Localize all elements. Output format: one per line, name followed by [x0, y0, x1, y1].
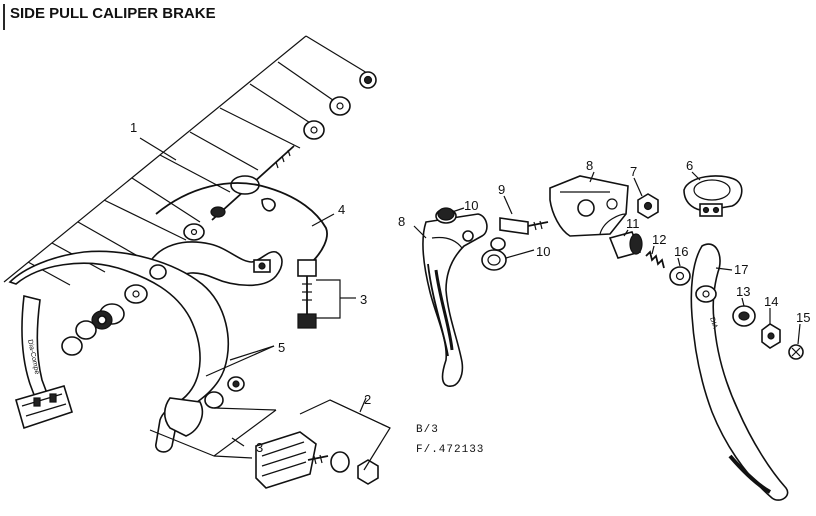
rear-arm-bolt-washers	[204, 376, 245, 409]
cable-adjuster	[297, 259, 317, 329]
handlebar-clamp	[683, 175, 743, 217]
extension-bushing	[732, 305, 756, 327]
spring-clip	[261, 197, 276, 212]
brake-lever	[422, 208, 488, 387]
lever-bushing-top	[437, 207, 455, 221]
shoe-washer	[330, 451, 350, 473]
callout-14: 14	[764, 294, 778, 309]
extension-lever-stamp: DIA	[708, 316, 718, 330]
pivot-sleeve	[608, 231, 643, 259]
callout-2: 2	[364, 392, 371, 407]
lever-mount-bracket	[549, 175, 629, 237]
upper-washer	[303, 120, 325, 140]
leader-8a	[413, 225, 427, 239]
callout-8-lever: 8	[398, 214, 405, 229]
leader-9	[503, 195, 513, 215]
callout-17: 17	[734, 262, 748, 277]
extension-washer	[669, 266, 691, 286]
shoe-nut	[357, 459, 379, 485]
arm-cable-fixing-bolt	[253, 259, 271, 273]
callout-11: 11	[626, 216, 640, 231]
leader-8b	[589, 171, 595, 183]
leader-17	[715, 267, 733, 271]
extension-screw	[788, 344, 804, 360]
leader-2	[359, 397, 367, 413]
rear-arm-lower-leg	[163, 397, 204, 437]
callout-4: 4	[338, 202, 345, 217]
leader-1	[139, 137, 177, 161]
pivot-washer-stack	[61, 264, 167, 356]
leader-7	[633, 177, 643, 197]
caliper-washer	[183, 223, 205, 241]
callout-1: 1	[130, 120, 137, 135]
callout-12: 12	[652, 232, 666, 247]
caliper-assembly: Dia-Compe	[3, 35, 391, 489]
leader-4	[311, 213, 335, 227]
top-washer	[329, 96, 351, 116]
callout-16: 16	[674, 244, 688, 259]
callout-13: 13	[736, 284, 750, 299]
callout-3-upper: 3	[360, 292, 367, 307]
lever-bushing-mid	[490, 237, 506, 251]
reference-line-1: B/3	[416, 424, 439, 436]
callout-15: 15	[796, 310, 810, 325]
front-caliper-arm	[8, 250, 229, 453]
leader-15	[797, 323, 801, 345]
leader-12	[651, 245, 655, 255]
callout-10-bottom: 10	[536, 244, 550, 259]
callout-8-bracket: 8	[586, 158, 593, 173]
shoe-bolt-explosion-box	[149, 407, 277, 459]
callout-7: 7	[630, 164, 637, 179]
reference-line-2: F/.472133	[416, 444, 484, 456]
return-spring	[155, 182, 328, 263]
leader-3b	[231, 437, 245, 447]
shoe-explosion-box	[299, 399, 391, 471]
leader-6	[691, 171, 701, 181]
leader-10b	[505, 249, 535, 259]
lever-screw	[499, 217, 549, 235]
extension-nut	[761, 323, 781, 349]
lever-spring	[645, 250, 665, 269]
brake-shoe-assembly	[255, 431, 329, 489]
leader-16	[677, 257, 681, 267]
callout-5: 5	[278, 340, 285, 355]
bracket-nut	[637, 193, 659, 219]
diagram-title: SIDE PULL CALIPER BRAKE	[10, 5, 216, 22]
callout-9: 9	[498, 182, 505, 197]
lever-bushing-bottom	[481, 249, 507, 271]
leader-11	[623, 229, 629, 237]
callout-10-top: 10	[464, 198, 478, 213]
callout-3-lower: 3	[256, 440, 263, 455]
leader-10a	[451, 207, 465, 213]
brake-lever-assembly: DIA	[413, 171, 804, 501]
extension-lever: DIA	[690, 243, 789, 501]
leader-13	[741, 297, 745, 307]
leader-5b	[205, 345, 275, 377]
leader-5a	[229, 345, 275, 361]
center-bolt	[210, 145, 295, 221]
top-nut	[359, 71, 377, 89]
adjuster-bracket-line	[316, 279, 341, 319]
left-brake-shoe	[15, 385, 73, 430]
callout-6: 6	[686, 158, 693, 173]
